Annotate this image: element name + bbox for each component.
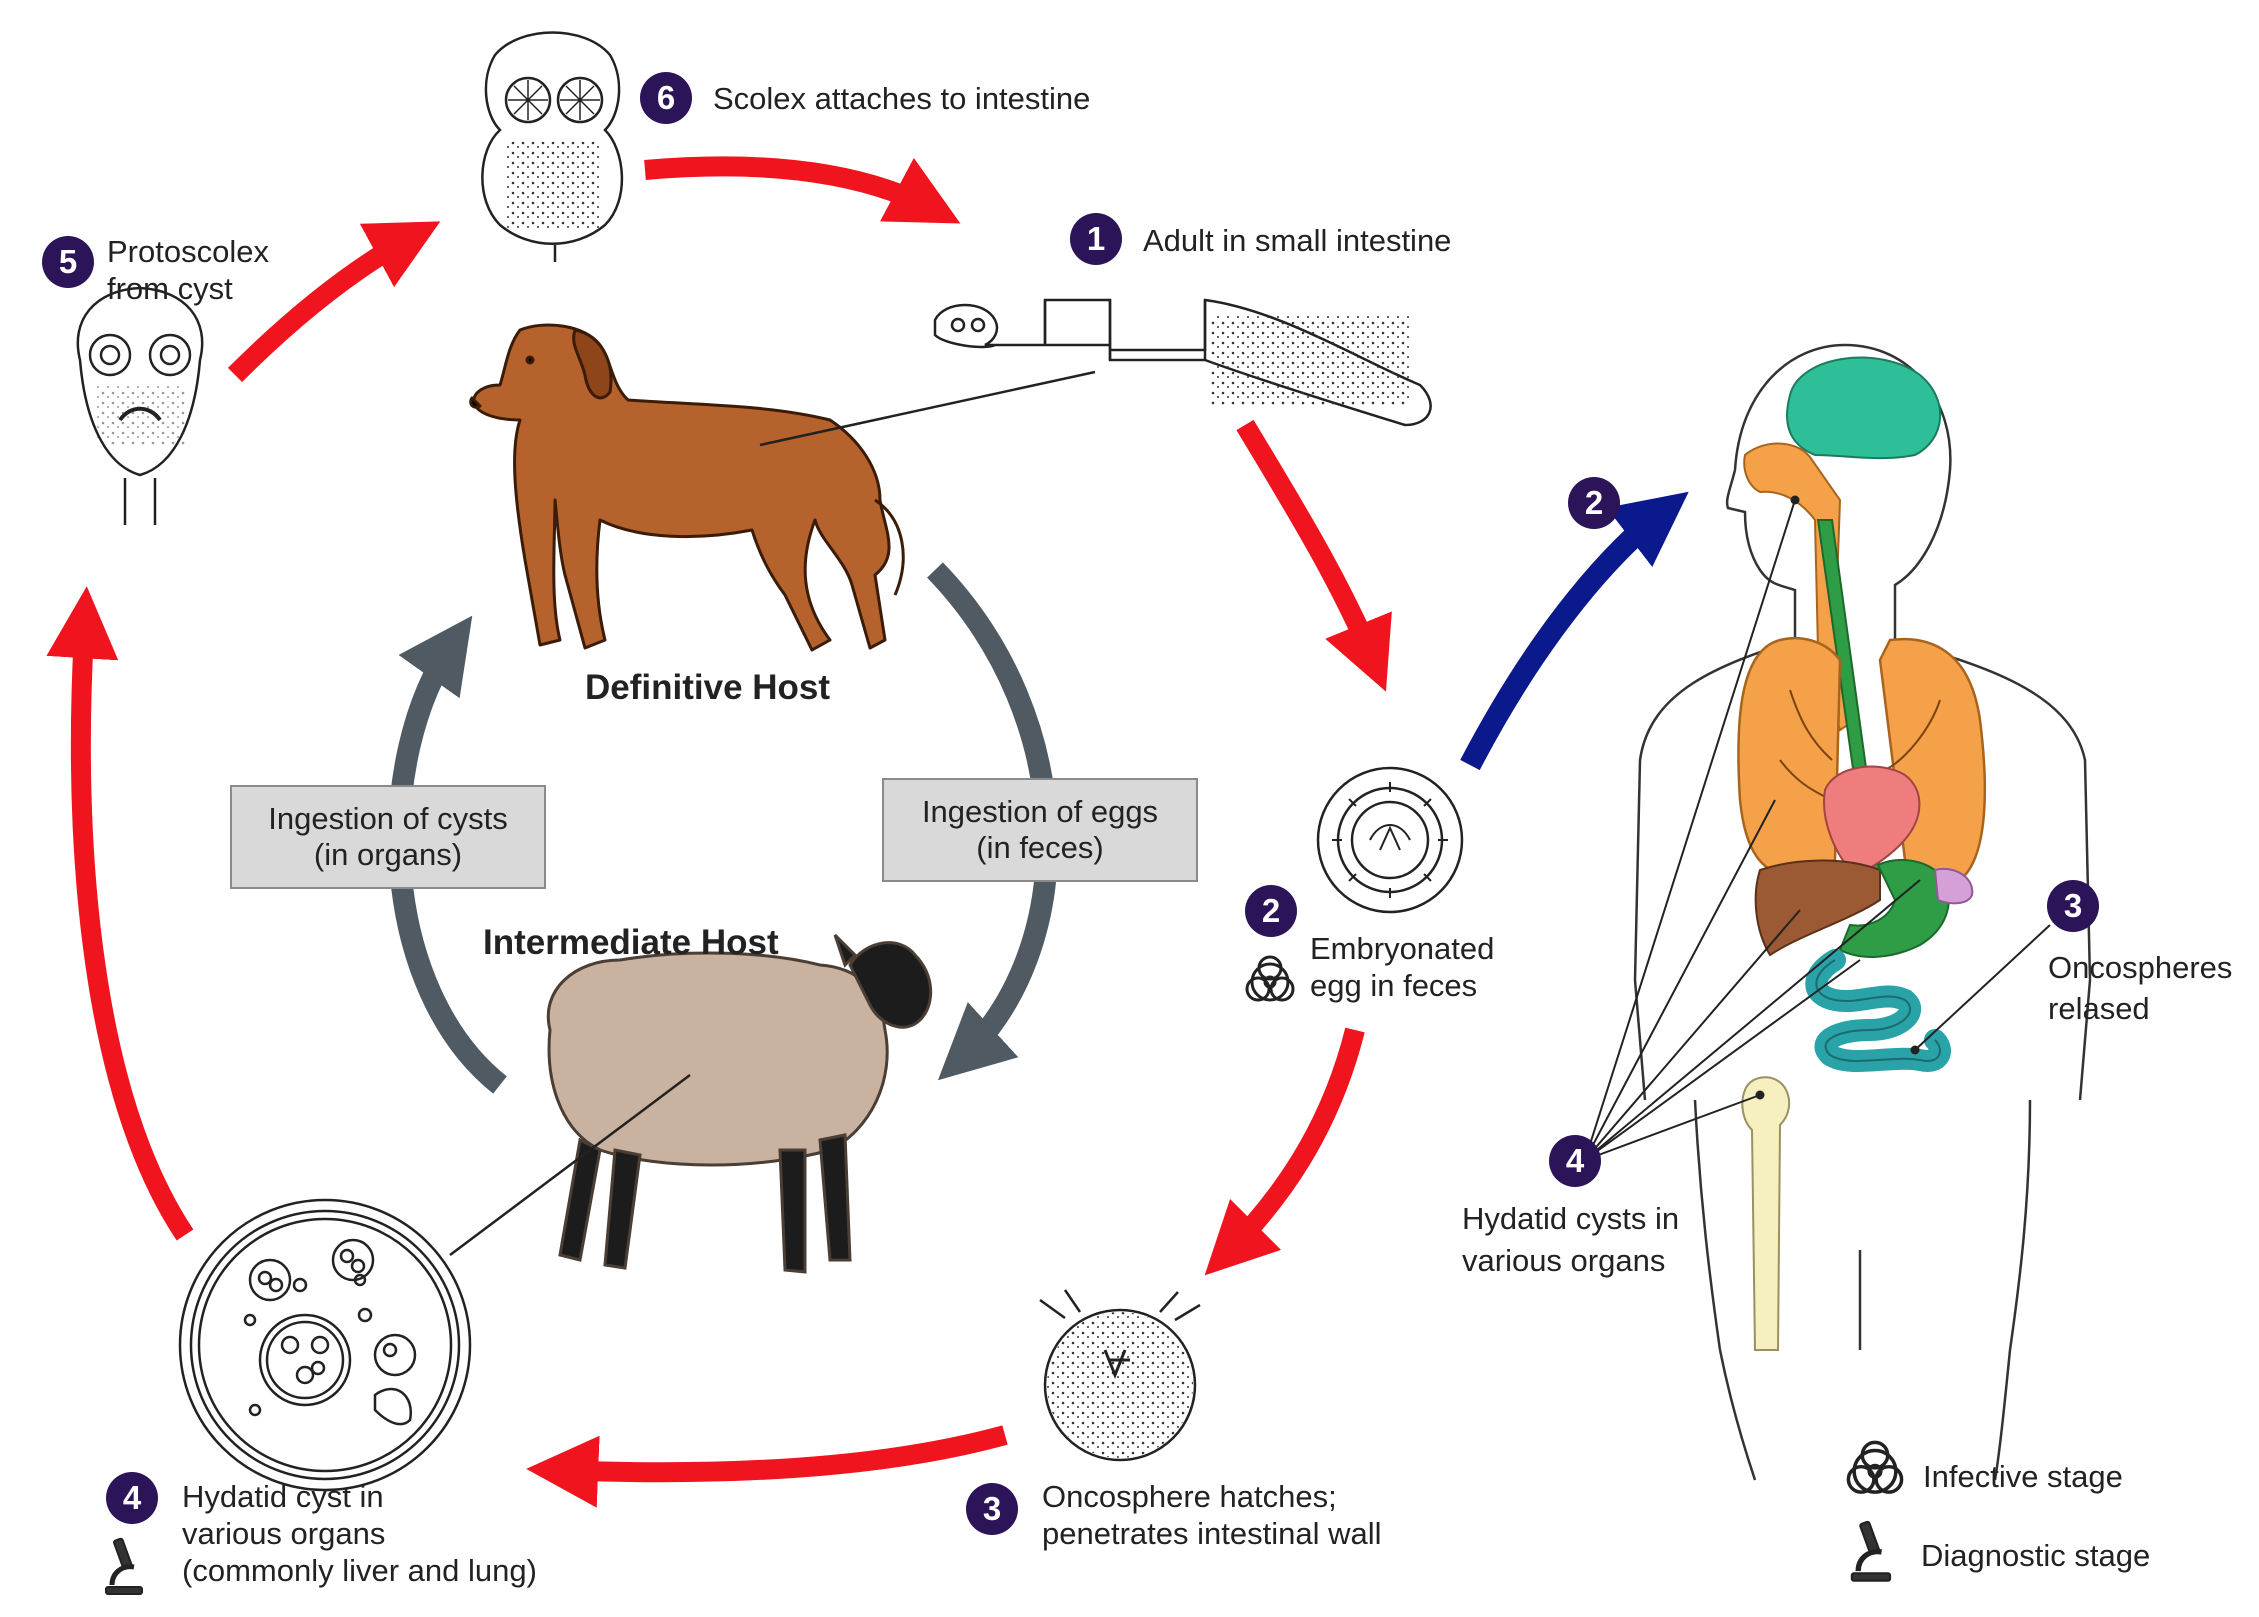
legend-diagnostic-label: Diagnostic stage: [1921, 1538, 2151, 1573]
stage-3-line1: Oncosphere hatches;: [1042, 1479, 1337, 1514]
bone-illustration: [1741, 1076, 1791, 1351]
adult-worm-illustration: [933, 298, 1432, 427]
oncospheres-line1: Oncospheres: [2048, 950, 2233, 985]
ingestion-cysts-box: Ingestion of cysts (in organs): [230, 785, 546, 889]
stage-2-line2: egg in feces: [1310, 968, 1478, 1004]
hydatid-cyst-illustration: [178, 1198, 472, 1492]
stage-5-line1: Protoscolex: [107, 234, 269, 269]
human-stage-2-badge: 2: [1568, 477, 1620, 529]
biohazard-icon: [1245, 955, 1295, 1002]
hydatid-cysts-line2: various organs: [1462, 1242, 1666, 1278]
stage-4-line3: (commonly liver and lung): [182, 1553, 537, 1589]
ingestion-eggs-line1: Ingestion of eggs: [921, 793, 1159, 829]
arrow-6-to-1: [644, 156, 961, 224]
egg-illustration: [1316, 766, 1464, 914]
stage-4-badge: 4: [106, 1472, 158, 1524]
ingestion-cysts-line2: (in organs): [313, 837, 463, 872]
hydatid-cysts-label: Hydatid cysts in various organs: [1462, 1198, 1679, 1282]
stage-3-line2: penetrates intestinal wall: [1042, 1516, 1382, 1552]
human-pointer-lines: [1584, 495, 2051, 1161]
legend-microscope-icon: [1850, 1520, 1892, 1582]
arrow-egg-to-human: [1460, 491, 1689, 771]
human-stage-3-badge: 3: [2047, 880, 2099, 932]
pointer-lines: [449, 370, 1096, 1256]
pointer-cyst-to-sheep: [449, 1074, 691, 1256]
arrow-2-to-3: [1204, 1027, 1365, 1276]
stage-5-badge: 5: [42, 236, 94, 288]
liver-organ: [1754, 859, 1881, 957]
scolex-illustration: [481, 31, 624, 262]
sheep-illustration: [546, 933, 933, 1274]
legend-infective-label: Infective stage: [1923, 1459, 2123, 1494]
intestine-organ: [1805, 949, 1951, 1072]
stage-5-label: Protoscolex from cyst: [107, 233, 269, 307]
oncospheres-label: Oncospheres relased: [2048, 948, 2232, 1030]
arrow-4-to-5: [46, 586, 194, 1241]
stage-2-label: Embryonated egg in feces: [1310, 930, 1494, 1004]
stage-3-label: Oncosphere hatches; penetrates intestina…: [1042, 1478, 1381, 1552]
human-body-illustration: [1584, 343, 2092, 1481]
arrow-5-to-6: [227, 221, 441, 383]
stage-6-badge: 6: [640, 72, 692, 124]
arrow-3-to-4: [526, 1425, 1008, 1508]
stage-1-label: Adult in small intestine: [1143, 223, 1452, 258]
definitive-host-label: Definitive Host: [585, 668, 831, 707]
ingestion-cysts-line1: Ingestion of cysts: [268, 800, 508, 836]
oncosphere-illustration: [1039, 1289, 1201, 1462]
stage-4-line1: Hydatid cyst in: [182, 1479, 384, 1514]
pancreas-organ: [1933, 867, 1974, 905]
dog-illustration: [469, 323, 905, 652]
stage-6-label: Scolex attaches to intestine: [713, 81, 1091, 116]
cycle-arrows: [46, 156, 1392, 1508]
lungs-organ: [1737, 636, 1987, 882]
pointer-adult-to-dog: [759, 370, 1096, 447]
stage-2-line1: Embryonated: [1310, 931, 1495, 966]
protoscolex-illustration: [76, 286, 204, 525]
stage-1-badge: 1: [1070, 213, 1122, 265]
stage-4-line2: various organs: [182, 1516, 386, 1552]
stage-4-label: Hydatid cyst in various organs (commonly…: [182, 1478, 537, 1590]
hydatid-cysts-line1: Hydatid cysts in: [1462, 1201, 1680, 1236]
stage-3-badge: 3: [966, 1483, 1018, 1535]
arrow-1-to-2: [1236, 419, 1392, 692]
human-stage-4-badge: 4: [1549, 1135, 1601, 1187]
heart-organ: [1823, 765, 1921, 877]
stage-5-line2: from cyst: [107, 271, 233, 307]
oncospheres-line2: relased: [2048, 990, 2150, 1026]
ingestion-eggs-box: Ingestion of eggs (in feces): [882, 778, 1198, 882]
stage-2-badge: 2: [1245, 885, 1297, 937]
ingestion-eggs-line2: (in feces): [976, 830, 1104, 865]
brain-organ: [1786, 356, 1942, 460]
microscope-icon: [105, 1537, 143, 1595]
legend-biohazard-icon: [1846, 1440, 1904, 1494]
intermediate-host-label: Intermediate Host: [483, 923, 779, 962]
